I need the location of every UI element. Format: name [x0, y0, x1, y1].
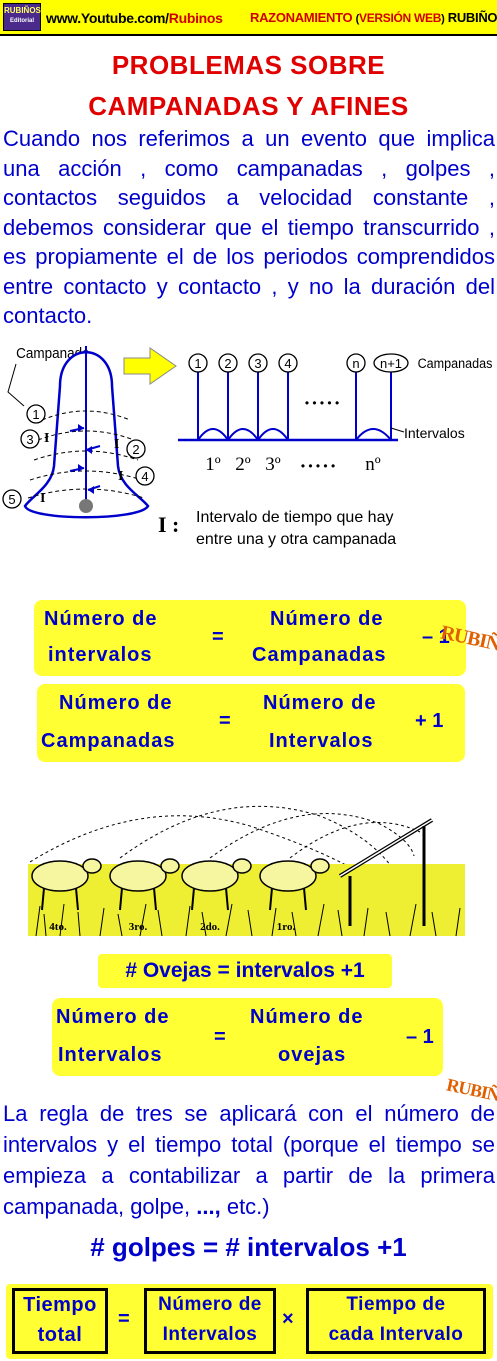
formula2-right-bottom: Intervalos [269, 730, 374, 752]
url-prefix: www.Youtube.com/ [46, 10, 169, 26]
timeline: 1 2 3 4 n n+1 Campanadas • • • • • Inter… [158, 353, 493, 548]
sheep-label-1: 1ro. [277, 921, 296, 933]
formula4-b-bottom: Intervalos [162, 1324, 258, 1345]
formula3-equals: = [214, 1026, 226, 1048]
bell-timeline-diagram: Campanada 1 2 3 4 5 I I I I [2, 345, 493, 548]
rule-text-2: etc.) [220, 1194, 270, 1219]
formula1-left-top: Número de [44, 608, 158, 630]
version-label: VERSIÓN WEB [359, 11, 442, 25]
ovejas-formula-text: # Ovejas = intervalos +1 [125, 959, 365, 982]
timeline-bell-4: 4 [284, 356, 291, 371]
intervalos-label: Intervalos [404, 425, 465, 441]
ordinal-1: 1º [205, 454, 221, 475]
ordinal-n: nº [365, 454, 381, 475]
formula1-left-bottom: intervalos [48, 644, 153, 666]
rubinos-logo: RUBIÑOS Editorial [3, 3, 41, 31]
formula2-left-bottom: Campanadas [41, 730, 176, 752]
timeline-dots: • • • • • [305, 396, 339, 410]
ordinal-dots: • • • • • [301, 459, 335, 473]
ordinal-3: 3º [265, 454, 281, 475]
header-subject: RAZONAMIENTO (VERSIÓN WEB) RUBIÑOS [250, 10, 497, 25]
formula4-b-top: Número de [158, 1294, 262, 1315]
bell-number-3: 3 [26, 432, 33, 447]
rule-text-1: La regla de tres se aplicará con el núme… [3, 1101, 495, 1219]
rule-paragraph: La regla de tres se aplicará con el núme… [3, 1098, 495, 1222]
interval-mark-4: I [40, 491, 45, 506]
header-bar: RUBIÑOS Editorial www.Youtube.com/Rubino… [0, 0, 497, 36]
formula4-c-top: Tiempo de [346, 1294, 446, 1315]
close-paren: ) [441, 13, 445, 25]
formula1-right-top: Número de [270, 608, 384, 630]
formula-box-ovejas: Número de Intervalos = Número de ovejas … [52, 998, 443, 1076]
open-paren: ( [355, 13, 360, 25]
formula3-tail: – 1 [406, 1026, 434, 1048]
timeline-bell-n: n [352, 356, 359, 371]
golpes-formula: # golpes = # intervalos +1 [90, 1232, 407, 1262]
formula4-c-bottom: cada Intervalo [328, 1324, 464, 1345]
subject-label: RAZONAMIENTO [250, 10, 353, 25]
formula4-a-top: Tiempo [23, 1294, 97, 1316]
youtube-link[interactable]: www.Youtube.com/Rubinos [46, 10, 223, 26]
legend-symbol: I : [158, 512, 179, 537]
formula3-left-bottom: Intervalos [58, 1044, 163, 1066]
timeline-bell-3: 3 [254, 356, 261, 371]
sheep-label-3: 3ro. [129, 921, 148, 933]
legend-line2: entre una y otra campanada [196, 531, 396, 548]
formula1-right-bottom: Campanadas [252, 644, 387, 666]
rule-text-bold: ..., [196, 1194, 221, 1219]
formula3-right-top: Número de [250, 1006, 364, 1028]
interval-mark-3: I [118, 469, 123, 484]
formula1-tail: – 1 [422, 626, 450, 648]
timeline-bell-1: 1 [194, 356, 201, 371]
campanadas-label: Campanadas [418, 355, 493, 371]
bell-number-1: 1 [32, 407, 39, 422]
fence-gate [338, 818, 434, 926]
sheep-illustration: 4to. 3ro. 2do. 1ro. [28, 805, 465, 937]
formula2-right-top: Número de [263, 692, 377, 714]
bracket-tiempo-total [12, 1288, 108, 1354]
bracket-tiempo-intervalo [306, 1288, 486, 1354]
bell-number-4: 4 [141, 469, 148, 484]
formula3-left-top: Número de [56, 1006, 170, 1028]
page-title-line2: CAMPANADAS Y AFINES [88, 91, 409, 121]
url-name: Rubinos [168, 10, 223, 26]
sheep-label-2: 2do. [200, 921, 220, 933]
interval-mark-1: I [114, 437, 119, 452]
sheep-1 [259, 858, 330, 911]
formula2-equals: = [219, 710, 231, 732]
timeline-bell-n-plus-1: n+1 [380, 356, 402, 371]
formula3-right-bottom: ovejas [278, 1044, 347, 1066]
yellow-arrow-icon [123, 347, 177, 385]
sheep-label-4: 4to. [49, 921, 67, 933]
bell-illustration: Campanada 1 2 3 4 5 I I I I [2, 345, 155, 519]
formula4-equals: = [118, 1308, 130, 1330]
logo-text: RUBIÑOS [4, 6, 41, 15]
formula4-times: × [282, 1308, 294, 1330]
formula2-left-top: Número de [59, 692, 173, 714]
intro-paragraph: Cuando nos referimos a un evento que imp… [3, 126, 495, 328]
bracket-numero-intervalos [144, 1288, 276, 1354]
sheep-4 [31, 858, 102, 911]
formula-box-intervals: Número de intervalos = Número de Campana… [34, 600, 466, 676]
formula1-equals: = [212, 626, 224, 648]
formula-box-tiempo: Tiempo total = Número de Intervalos × Ti… [6, 1284, 493, 1359]
timeline-bell-2: 2 [224, 356, 231, 371]
page-title-line1: PROBLEMAS SOBRE [111, 50, 386, 80]
sheep-2 [181, 858, 252, 911]
interval-mark-2: I [44, 431, 49, 446]
ovejas-formula-box: # Ovejas = intervalos +1 [98, 954, 392, 988]
logo-subtext: Editorial [9, 18, 34, 24]
formula-box-campanadas: Número de Campanadas = Número de Interva… [37, 684, 465, 762]
brand-label: RUBIÑOS [447, 10, 497, 25]
formula4-a-bottom: total [37, 1324, 83, 1346]
sheep-3 [109, 858, 180, 911]
bell-number-2: 2 [132, 442, 139, 457]
legend-line1: Intervalo de tiempo que hay [196, 509, 393, 526]
bell-number-5: 5 [8, 492, 15, 507]
ordinal-2: 2º [235, 454, 251, 475]
formula2-tail: + 1 [415, 710, 444, 732]
